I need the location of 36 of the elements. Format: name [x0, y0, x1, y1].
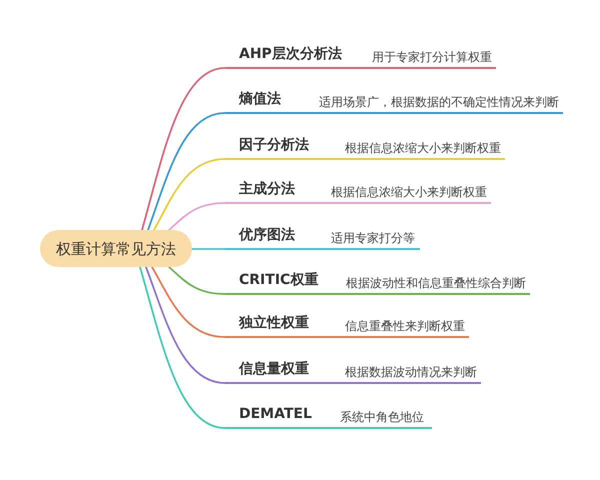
method-description: 根据信息浓缩大小来判断权重: [345, 141, 501, 156]
branch-topic: [225, 225, 420, 250]
branch-line: [151, 266, 226, 338]
branch-line: [141, 67, 226, 231]
topic-title: 权重计算常见方法: [56, 240, 176, 258]
method-description: 用于专家打分计算权重: [372, 50, 492, 65]
method-name: AHP层次分析法: [239, 46, 342, 63]
branch-line: [168, 202, 226, 231]
branch-line: [145, 266, 226, 384]
branch-line: [139, 266, 226, 429]
method-description: 根据波动性和信息重叠性综合判断: [346, 276, 526, 291]
method-name: CRITIC权重: [239, 272, 318, 289]
branch-topic: [225, 313, 469, 338]
branch-topic: [225, 359, 481, 384]
method-name: 信息量权重: [239, 361, 309, 378]
central-topic: [40, 230, 192, 267]
branch-line: [147, 112, 226, 231]
method-name: 独立性权重: [239, 315, 309, 332]
method-name: DEMATEL: [239, 406, 312, 423]
method-name: 主成分法: [239, 181, 295, 198]
method-description: 根据数据波动情况来判断: [345, 365, 477, 380]
method-description: 信息重叠性来判断权重: [345, 319, 465, 334]
method-description: 根据信息浓缩大小来判断权重: [331, 185, 487, 200]
method-description: 系统中角色地位: [340, 410, 424, 425]
branch-line: [153, 158, 226, 231]
branch-topic: [225, 44, 496, 69]
method-name: 优序图法: [239, 227, 295, 244]
method-name: 熵值法: [239, 91, 281, 108]
method-name: 因子分析法: [239, 137, 309, 154]
branch-topic: [225, 179, 491, 204]
method-description: 适用专家打分等: [331, 231, 415, 246]
method-description: 适用场景广，根据数据的不确定性情况来判断: [319, 95, 559, 110]
branch-topic: [225, 270, 530, 295]
branch-line: [168, 266, 226, 295]
branch-topic: [225, 135, 505, 160]
branch-topic: [225, 89, 563, 114]
